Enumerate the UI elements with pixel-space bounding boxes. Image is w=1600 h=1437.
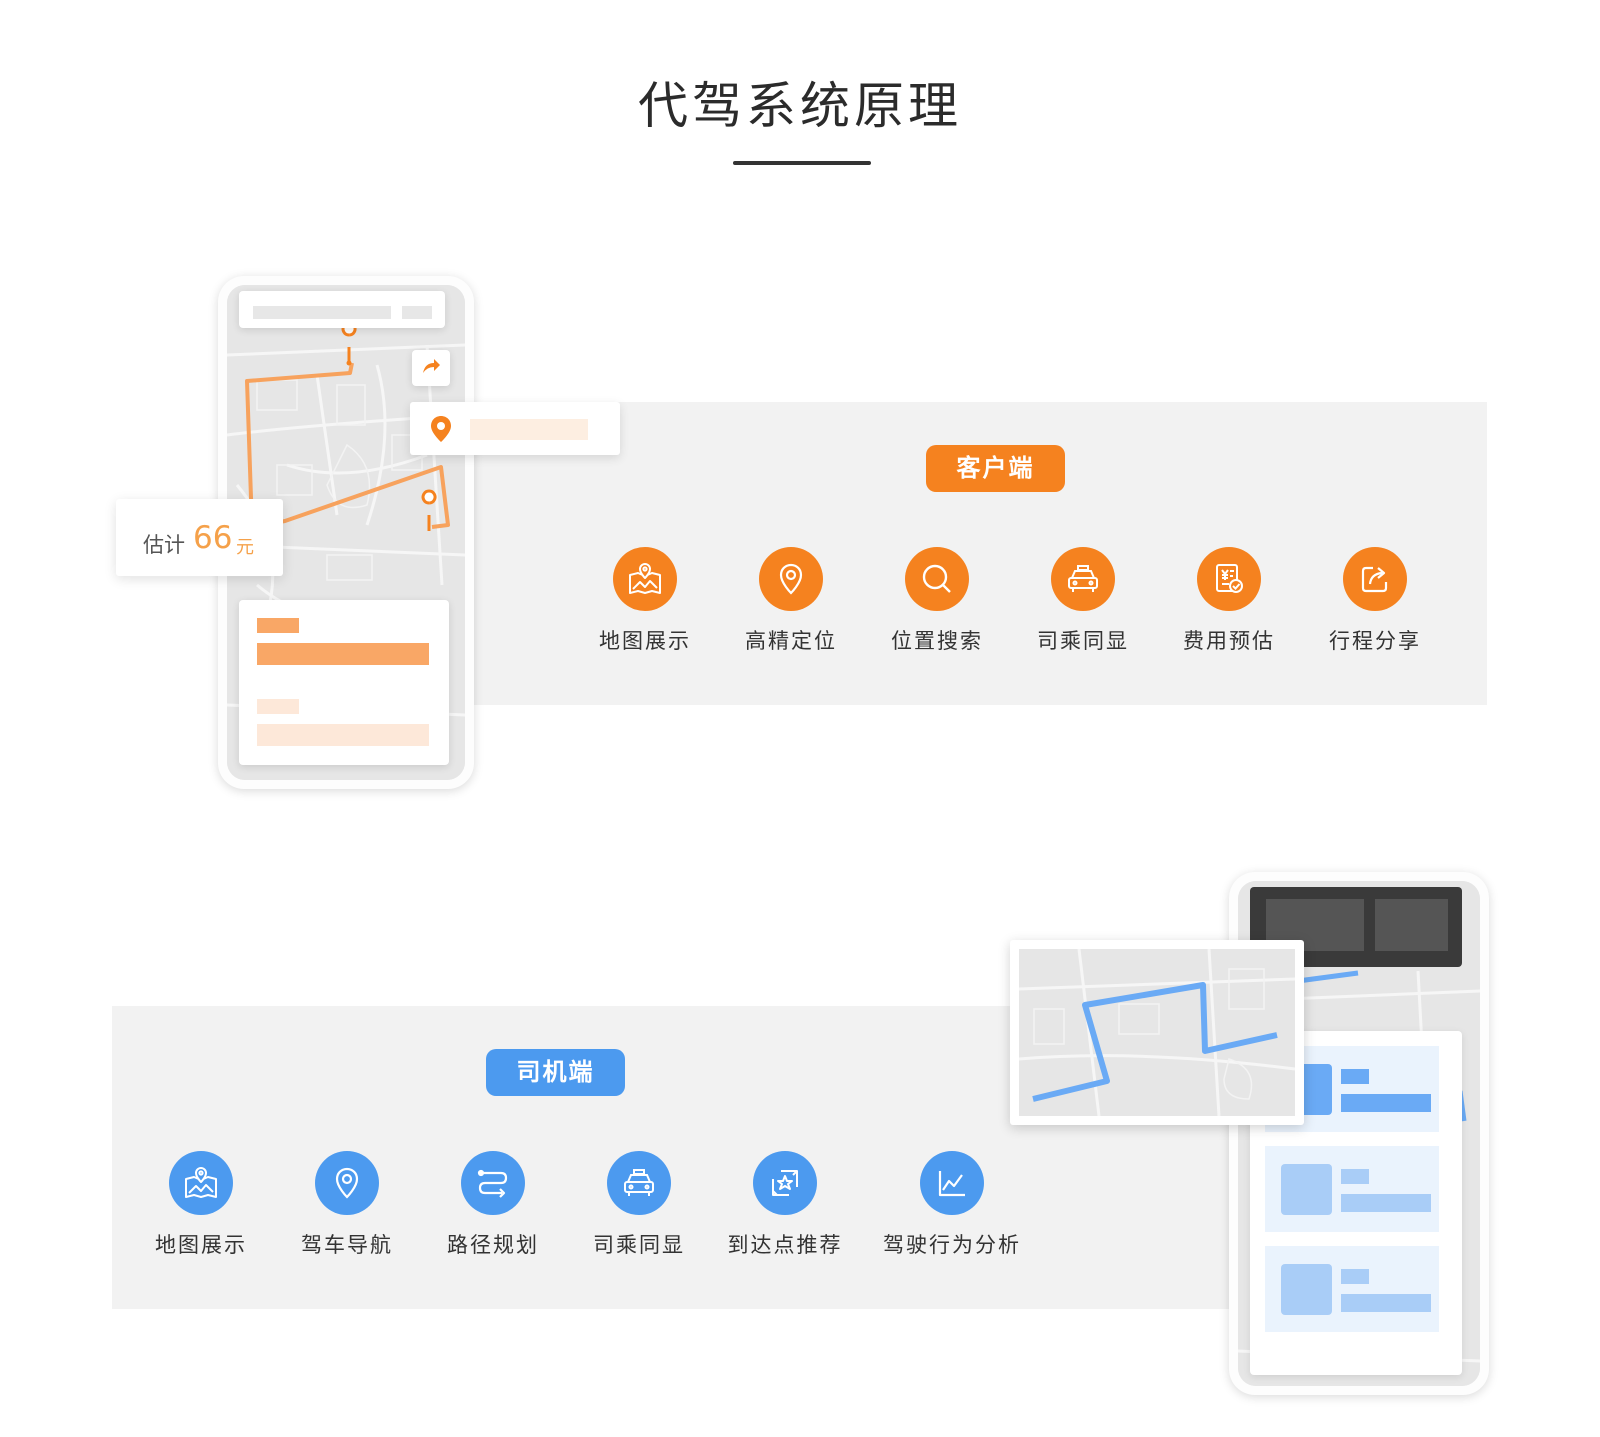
order-primary-bar xyxy=(257,643,429,665)
car-icon xyxy=(607,1151,671,1215)
client-feature-shared-display: 司乘同显 xyxy=(1008,547,1158,655)
driver-feature-arrival-recommend: 到达点推荐 xyxy=(710,1151,860,1259)
location-pin-icon xyxy=(315,1151,379,1215)
fare-estimate-card: 估计 66 元 xyxy=(116,499,283,576)
feature-label: 高精定位 xyxy=(745,629,837,653)
list-item-thumb xyxy=(1281,1164,1332,1215)
list-item-tag xyxy=(1341,1169,1369,1184)
fare-estimate-amount: 66 xyxy=(193,520,233,556)
nav-header-block-small xyxy=(1375,899,1448,951)
route-map-illustration xyxy=(1019,949,1295,1116)
feature-label: 到达点推荐 xyxy=(727,1233,843,1257)
address-placeholder-bar xyxy=(253,306,391,319)
route-icon xyxy=(461,1151,525,1215)
feature-label: 行程分享 xyxy=(1329,629,1421,653)
driver-feature-map-display: 地图展示 xyxy=(126,1151,276,1259)
feature-label: 地图展示 xyxy=(155,1233,247,1257)
driver-nav-header xyxy=(1250,887,1462,967)
order-info-card xyxy=(239,600,449,765)
title-underline xyxy=(733,161,871,165)
fare-estimate-unit: 元 xyxy=(236,537,254,558)
client-feature-trip-share: 行程分享 xyxy=(1300,547,1450,655)
address-placeholder-bar-short xyxy=(402,306,432,319)
car-icon xyxy=(1051,547,1115,611)
location-pin-icon xyxy=(759,547,823,611)
share-route-button[interactable] xyxy=(412,350,450,386)
driver-feature-route-planning: 路径规划 xyxy=(418,1151,568,1259)
list-item-tag xyxy=(1341,1269,1369,1284)
driver-section-pill: 司机端 xyxy=(486,1049,625,1096)
destination-placeholder-bar xyxy=(470,419,588,440)
order-tag-bar xyxy=(257,618,299,633)
feature-label: 司乘同显 xyxy=(1037,629,1129,653)
map-icon xyxy=(613,547,677,611)
feature-label: 地图展示 xyxy=(599,629,691,653)
driver-feature-navigation: 驾车导航 xyxy=(272,1151,422,1259)
order-secondary-bar xyxy=(257,724,429,746)
list-item-bar xyxy=(1341,1294,1431,1312)
page-title: 代驾系统原理 xyxy=(638,77,962,135)
client-phone-screen xyxy=(227,285,465,780)
list-item-bar xyxy=(1341,1194,1431,1212)
client-feature-location-search: 位置搜索 xyxy=(862,547,1012,655)
feature-label: 驾驶行为分析 xyxy=(883,1233,1021,1257)
feature-label: 费用预估 xyxy=(1183,629,1275,653)
fare-estimate-label: 估计 xyxy=(143,533,185,557)
driver-phone-mockup xyxy=(1229,872,1489,1395)
driver-route-map xyxy=(1019,949,1295,1116)
line-chart-icon xyxy=(920,1151,984,1215)
feature-label: 司乘同显 xyxy=(593,1233,685,1257)
order-tag-bar-secondary xyxy=(257,699,299,714)
list-item-thumb xyxy=(1281,1264,1332,1315)
list-item-tag xyxy=(1341,1069,1369,1084)
map-icon xyxy=(169,1151,233,1215)
search-icon xyxy=(905,547,969,611)
address-bar[interactable] xyxy=(239,291,445,328)
driver-feature-shared-display: 司乘同显 xyxy=(564,1151,714,1259)
list-item[interactable] xyxy=(1265,1146,1439,1232)
client-phone-mockup xyxy=(218,276,474,789)
list-item-bar xyxy=(1341,1094,1431,1112)
feature-label: 驾车导航 xyxy=(301,1233,393,1257)
client-feature-map-display: 地图展示 xyxy=(570,547,720,655)
feature-label: 路径规划 xyxy=(447,1233,539,1257)
driver-route-map-card xyxy=(1010,940,1304,1125)
driver-phone-screen xyxy=(1238,881,1480,1386)
orange-pin-icon xyxy=(430,415,452,447)
fee-estimate-icon xyxy=(1197,547,1261,611)
share-icon xyxy=(1343,547,1407,611)
client-feature-precise-location: 高精定位 xyxy=(716,547,866,655)
destination-card xyxy=(410,402,620,455)
list-item[interactable] xyxy=(1265,1246,1439,1332)
recommend-point-icon xyxy=(753,1151,817,1215)
share-arrow-icon xyxy=(421,357,441,379)
feature-label: 位置搜索 xyxy=(891,629,983,653)
driver-feature-behavior-analysis: 驾驶行为分析 xyxy=(877,1151,1027,1259)
client-feature-fee-estimate: 费用预估 xyxy=(1154,547,1304,655)
client-section-pill: 客户端 xyxy=(926,445,1065,492)
